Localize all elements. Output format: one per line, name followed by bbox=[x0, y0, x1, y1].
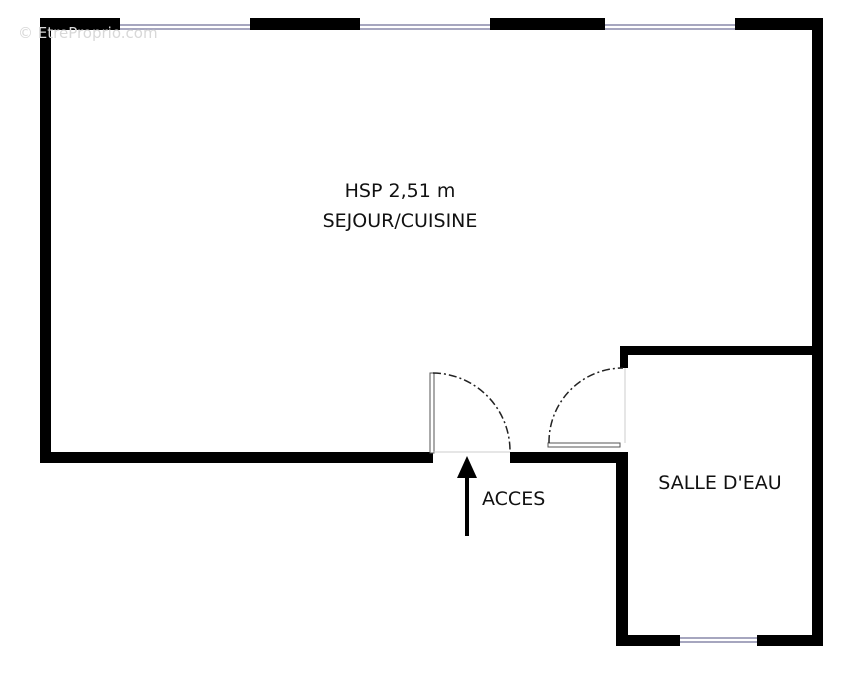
wall-bottom-mid bbox=[510, 452, 628, 463]
wall-bath-top bbox=[620, 346, 823, 355]
window-bath bbox=[680, 637, 757, 643]
room-label-sejour-cuisine: SEJOUR/CUISINE bbox=[322, 210, 478, 232]
windows bbox=[120, 24, 757, 643]
watermark: © EtreProprio.com bbox=[18, 24, 158, 42]
wall-bath-bottom-1 bbox=[616, 635, 680, 646]
wall-top-3 bbox=[490, 18, 605, 30]
wall-right bbox=[812, 18, 823, 646]
wall-bath-left bbox=[616, 452, 628, 646]
wall-bottom-left bbox=[40, 452, 433, 463]
window-top-1 bbox=[120, 24, 250, 30]
wall-left bbox=[40, 18, 51, 463]
walls bbox=[40, 18, 823, 646]
window-top-2 bbox=[360, 24, 490, 30]
door-entrance bbox=[429, 372, 511, 454]
wall-top-1 bbox=[40, 18, 120, 30]
entrance-arrow-icon bbox=[457, 456, 477, 536]
wall-bath-left-upper bbox=[620, 346, 628, 368]
window-top-3 bbox=[605, 24, 735, 30]
door-bathroom bbox=[547, 367, 626, 448]
room-label-salle-deau: SALLE D'EAU bbox=[658, 472, 782, 494]
wall-bath-bottom-2 bbox=[757, 635, 823, 646]
wall-top-4 bbox=[735, 18, 823, 30]
wall-top-2 bbox=[250, 18, 360, 30]
entrance-label: ACCES bbox=[482, 488, 546, 510]
room-height-label: HSP 2,51 m bbox=[344, 180, 456, 202]
